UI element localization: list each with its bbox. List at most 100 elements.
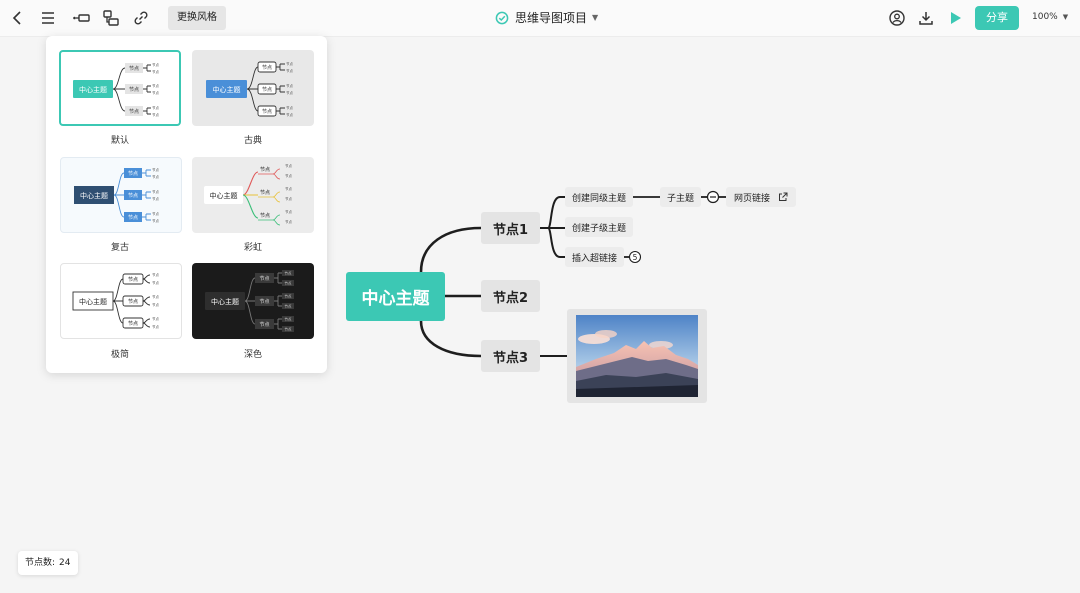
preview-leaf-text: 节点	[152, 294, 159, 299]
style-label-classic: 古典	[243, 136, 262, 146]
top-toolbar: 更换风格 思维导图项目 ▼ 分享 100% ▼	[0, 0, 1080, 37]
zoom-select[interactable]: 100% ▼	[1032, 12, 1068, 22]
preview-leaf-text: 节点	[285, 304, 293, 309]
node-count-value: 24	[59, 558, 71, 568]
topic-node-1[interactable]: 节点1	[481, 212, 540, 244]
preview-node-text: 节点	[259, 299, 269, 305]
style-card-default[interactable]: 中心主题 节点 节点 节点 节点节点 节点节点 节点节点	[59, 50, 181, 126]
preview-node-text: 节点	[128, 171, 138, 177]
node-count-label: 节点数:	[25, 558, 56, 568]
preview-node-text: 节点	[128, 299, 138, 305]
share-button[interactable]: 分享	[975, 6, 1019, 30]
preview-leaf-text: 节点	[285, 163, 293, 168]
preview-node-text: 节点	[259, 276, 269, 282]
preview-leaf-text: 节点	[285, 196, 293, 201]
preview-center-text: 中心主题	[211, 297, 239, 306]
style-card-minimal[interactable]: 中心主题 节点 节点 节点 节点节点 节点节点 节点节点	[60, 263, 182, 339]
zoom-value: 100%	[1032, 12, 1058, 22]
preview-leaf-text: 节点	[152, 62, 159, 67]
preview-node-text: 节点	[262, 109, 272, 115]
topic-node-3[interactable]: 节点3	[481, 340, 540, 372]
preview-leaf-text: 节点	[286, 105, 294, 110]
subtopic-create-sibling[interactable]: 创建同级主题	[565, 187, 634, 207]
style-label-minimal: 极简	[110, 350, 129, 360]
preview-leaf-text: 节点	[152, 211, 159, 216]
preview-leaf-text: 节点	[286, 61, 294, 66]
preview-leaf-text: 节点	[152, 280, 159, 285]
preview-center-text: 中心主题	[213, 85, 241, 94]
link-icon[interactable]	[131, 8, 151, 28]
preview-leaf-text: 节点	[286, 90, 294, 95]
chevron-down-icon: ▼	[592, 13, 599, 22]
style-card-rainbow[interactable]: 中心主题 节点 节点 节点 节点节点 节点节点 节点节点	[192, 157, 314, 233]
style-label-dark: 深色	[243, 350, 262, 360]
preview-node-text: 节点	[262, 87, 272, 93]
preview-center-text: 中心主题	[80, 191, 108, 200]
preview-leaf-text: 节点	[152, 69, 159, 74]
preview-leaf-text: 节点	[285, 209, 293, 214]
external-link-icon[interactable]	[778, 192, 788, 202]
preview-node-text: 节点	[260, 190, 270, 196]
preview-leaf-text: 节点	[285, 327, 293, 332]
preview-leaf-text: 节点	[152, 324, 159, 329]
preview-center-text: 中心主题	[210, 191, 238, 200]
user-icon[interactable]	[887, 8, 907, 28]
preview-node-text: 节点	[129, 109, 139, 115]
expand-count-badge[interactable]	[628, 250, 642, 264]
topic-node-2[interactable]: 节点2	[481, 280, 540, 312]
preview-leaf-text: 节点	[286, 68, 294, 73]
project-title-text: 思维导图项目	[515, 11, 588, 25]
download-icon[interactable]	[916, 8, 936, 28]
preview-center-text: 中心主题	[79, 297, 107, 306]
project-title[interactable]: 思维导图项目 ▼	[495, 9, 598, 26]
subtopic-node[interactable]: 子主题	[660, 187, 702, 207]
saved-check-icon	[495, 11, 509, 24]
preview-leaf-text: 节点	[286, 83, 294, 88]
preview-node-text: 节点	[259, 322, 269, 328]
preview-node-text: 节点	[128, 193, 138, 199]
preview-node-text: 节点	[129, 87, 139, 93]
preview-center-text: 中心主题	[79, 85, 107, 94]
web-link-node[interactable]: 网页链接	[726, 187, 796, 207]
preview-node-text: 节点	[128, 277, 138, 283]
style-card-dark[interactable]: 中心主题 节点 节点 节点 节点节点 节点节点 节点节点	[192, 263, 314, 339]
preview-leaf-text: 节点	[285, 317, 293, 322]
preview-node-text: 节点	[128, 215, 138, 221]
back-icon[interactable]	[8, 8, 28, 28]
preview-leaf-text: 节点	[152, 218, 159, 223]
preview-leaf-text: 节点	[285, 294, 293, 299]
subtopic-create-child[interactable]: 创建子级主题	[565, 217, 634, 237]
mountain-photo	[576, 315, 698, 397]
menu-icon[interactable]	[38, 8, 58, 28]
preview-leaf-text: 节点	[152, 196, 159, 201]
preview-node-text: 节点	[129, 66, 139, 72]
preview-leaf-text: 节点	[152, 167, 159, 172]
insert-child-node-icon[interactable]	[71, 8, 91, 28]
style-card-retro[interactable]: 中心主题 节点 节点 节点 节点节点 节点节点 节点节点	[60, 157, 182, 233]
insert-sibling-node-icon[interactable]	[101, 8, 121, 28]
style-card-classic[interactable]: 中心主题 节点 节点 节点 节点节点 节点节点 节点节点	[192, 50, 314, 126]
preview-node-text: 节点	[128, 321, 138, 327]
root-topic-node[interactable]: 中心主题	[346, 272, 445, 321]
chevron-down-icon: ▼	[1062, 13, 1069, 21]
preview-leaf-text: 节点	[285, 271, 293, 276]
collapsed-children-count: 5	[633, 253, 638, 262]
preview-leaf-text: 节点	[152, 189, 159, 194]
style-label-retro: 复古	[110, 243, 129, 253]
preview-leaf-text: 节点	[152, 272, 159, 277]
style-label-default: 默认	[110, 136, 129, 146]
change-style-button[interactable]: 更换风格	[168, 6, 226, 30]
preview-node-text: 节点	[260, 167, 270, 173]
image-node[interactable]	[567, 309, 707, 403]
play-icon[interactable]	[945, 8, 965, 28]
subtopic-insert-hyperlink[interactable]: 插入超链接	[565, 247, 625, 267]
preview-leaf-text: 节点	[286, 112, 294, 117]
web-link-text: 网页链接	[733, 193, 770, 204]
